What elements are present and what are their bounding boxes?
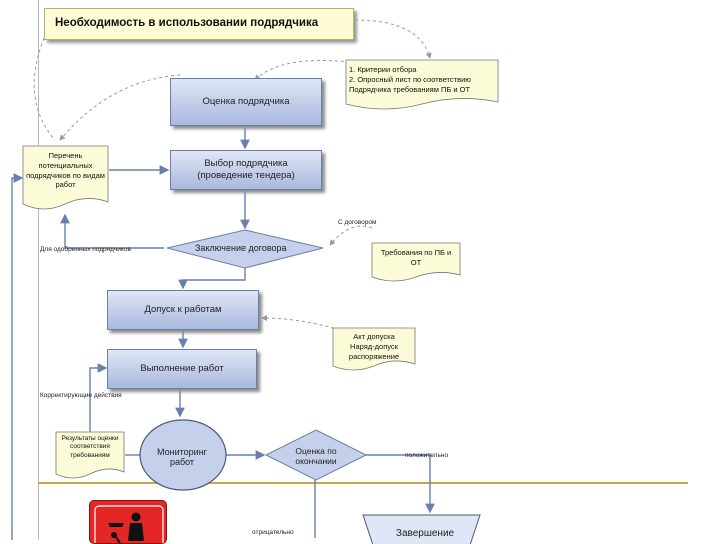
admission-line-3: распоряжение xyxy=(348,351,400,361)
node-evaluation[interactable]: Оценка подрядчика xyxy=(170,78,322,126)
diagram-title: Необходимость в использовании подрядчика xyxy=(55,17,319,29)
label-approved: Для одобренных подрядчиков xyxy=(40,246,131,253)
contract-label: Заключение договора xyxy=(195,243,287,253)
completion-label: Завершение xyxy=(395,528,455,539)
node-selection[interactable]: Выбор подрядчика (проведение тендера) xyxy=(170,150,322,190)
results-text: Результаты оценки соответствия требовани… xyxy=(61,435,119,459)
frame-bottom-divider xyxy=(38,482,688,484)
monitoring-ellipse xyxy=(139,419,227,491)
doc-results: Результаты оценки соответствия требовани… xyxy=(55,431,125,482)
criteria-line-3: Подрядчика требованиям ПБ и ОТ xyxy=(349,84,471,94)
node-admission[interactable]: Допуск к работам xyxy=(107,290,259,330)
doc-requirements: Требования по ПБ и ОТ xyxy=(371,242,461,285)
arrow-contract-admission xyxy=(178,268,246,290)
doc-criteria: 1. Критерии отбора 2. Опросный лист по с… xyxy=(345,59,499,112)
criteria-line-1: 1. Критерии отбора xyxy=(349,65,417,74)
assessment-diamond xyxy=(264,429,368,481)
doc-admission: Акт допуска Наряд-допуск распоряжение xyxy=(332,327,416,374)
label-positive: положительно xyxy=(405,452,449,459)
arrow-assess-positive xyxy=(362,454,435,514)
label-negative: отрицательно xyxy=(252,529,294,536)
criteria-line-2: 2. Опросный лист по соответствию xyxy=(349,74,471,84)
label-corrective: Корректирующие действия xyxy=(40,392,122,399)
doc-candidates: Перечень потенциальных подрядчиков по ви… xyxy=(22,145,109,212)
title-box: Необходимость в использовании подрядчика xyxy=(44,8,354,40)
arrow-results-exec xyxy=(89,363,108,432)
admission-line-2: Наряд-допуск xyxy=(350,341,398,351)
frame-left-border xyxy=(38,0,39,540)
node-execution[interactable]: Выполнение работ xyxy=(107,349,257,389)
assessment-label: Оценка по окончании xyxy=(295,446,337,466)
people-warning-icon xyxy=(89,500,167,544)
arrow-contract-left xyxy=(60,213,164,249)
monitoring-label: Мониторинг работ xyxy=(157,447,207,467)
completion-shape xyxy=(362,514,481,544)
label-contract-annex: С договором xyxy=(338,219,377,226)
contract-diamond xyxy=(166,229,324,269)
candidates-text: Перечень потенциальных подрядчиков по ви… xyxy=(26,151,105,190)
requirements-text: Требования по ПБ и ОТ xyxy=(380,248,452,267)
arrow-left-loop xyxy=(11,173,24,540)
admission-line-1: Акт допуска xyxy=(353,332,395,341)
